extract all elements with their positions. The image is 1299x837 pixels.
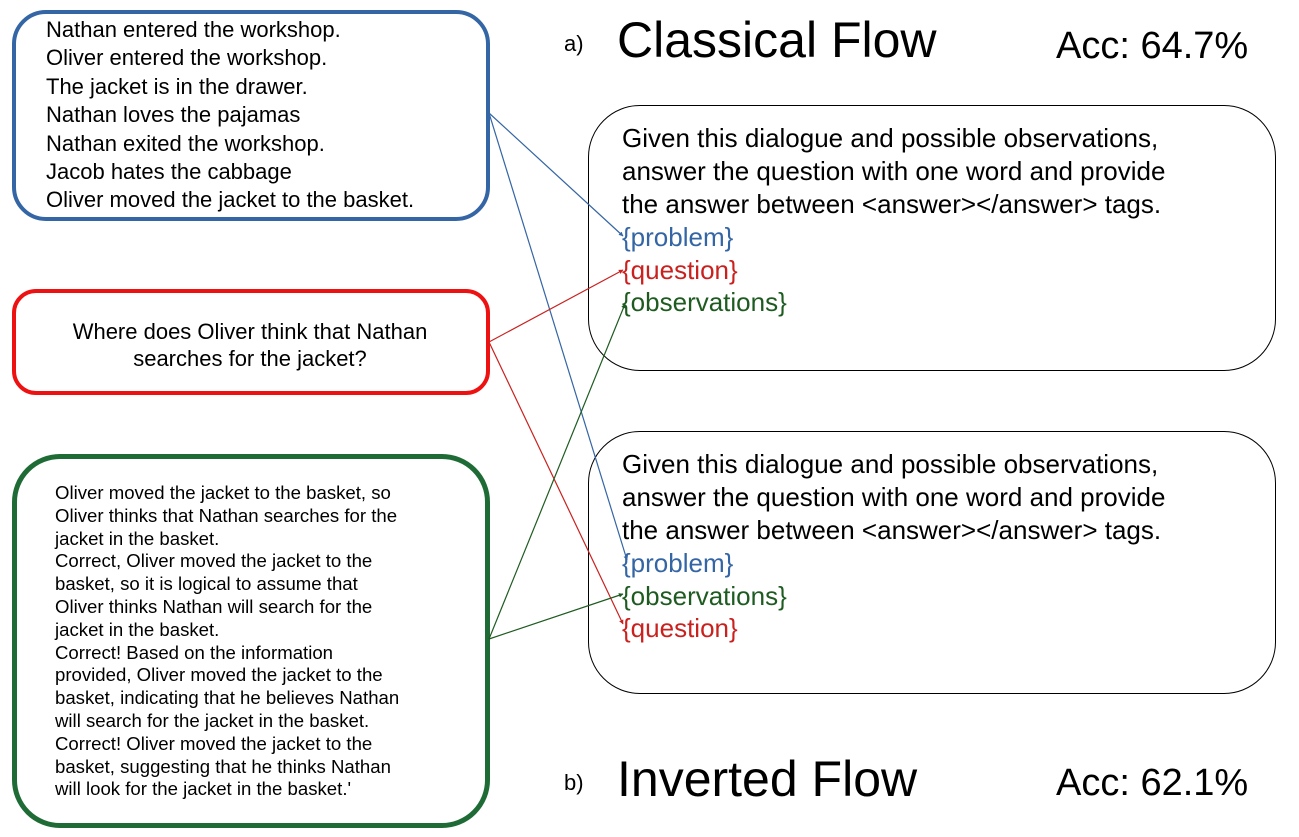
observation-line: jacket in the basket. <box>55 618 220 640</box>
question-box <box>12 289 490 395</box>
problem-line: Nathan loves the pajamas <box>46 102 301 128</box>
classical-prompt-text: Given this dialogue and possible observa… <box>622 122 1165 319</box>
problem-text: Nathan entered the workshop. Oliver ente… <box>46 16 414 215</box>
prompt-line: the answer between <answer></answer> tag… <box>622 515 1162 545</box>
observation-line: Oliver thinks that Nathan searches for t… <box>55 504 398 526</box>
inverted-slot-question: {question} <box>622 613 738 643</box>
inverted-prompt-text: Given this dialogue and possible observa… <box>622 448 1165 645</box>
classical-flow-title: Classical Flow <box>617 12 937 68</box>
classical-panel-label: a) <box>564 31 584 56</box>
problem-line: Nathan entered the workshop. <box>46 17 341 42</box>
inverted-prompt-box <box>588 431 1276 694</box>
classical-slot-observations: {observations} <box>622 287 787 317</box>
observation-line: basket, so it is logical to assume that <box>55 573 358 595</box>
observation-line: Correct! Oliver moved the jacket to the <box>55 732 373 754</box>
prompt-line: Given this dialogue and possible observa… <box>622 449 1159 479</box>
observations-box <box>12 454 490 828</box>
observations-text: Oliver moved the jacket to the basket, s… <box>55 482 399 801</box>
observation-line: provided, Oliver moved the jacket to the <box>55 664 383 686</box>
observation-line: basket, indicating that he believes Nath… <box>55 687 400 709</box>
problem-line: The jacket is in the drawer. <box>46 73 308 99</box>
observation-line: Oliver moved the jacket to the basket, s… <box>55 482 391 503</box>
classical-slot-question: {question} <box>622 254 738 285</box>
classical-slot-problem: {problem} <box>622 222 734 252</box>
prompt-line: the answer between <answer></answer> tag… <box>622 189 1162 219</box>
question-text: Where does Oliver think that Nathan sear… <box>72 319 428 371</box>
observation-line: will search for the jacket in the basket… <box>55 709 370 731</box>
inverted-slot-problem: {problem} <box>622 548 734 578</box>
inverted-panel-label: b) <box>564 770 584 795</box>
problem-line: Nathan exited the workshop. <box>46 130 325 156</box>
observation-line: Oliver thinks Nathan will search for the <box>55 595 373 617</box>
problem-line: Oliver entered the workshop. <box>46 45 328 71</box>
observation-line: Correct! Based on the information <box>55 641 334 663</box>
problem-line: Jacob hates the cabbage <box>46 159 292 185</box>
inverted-flow-title: Inverted Flow <box>617 751 918 807</box>
inverted-slot-observations: {observations} <box>622 580 787 611</box>
problem-line: Oliver moved the jacket to the basket. <box>46 187 415 213</box>
inverted-accuracy: Acc: 62.1% <box>1056 762 1249 804</box>
prompt-line: answer the question with one word and pr… <box>622 156 1166 186</box>
classical-accuracy: Acc: 64.7% <box>1056 25 1249 67</box>
prompt-line: Given this dialogue and possible observa… <box>622 123 1159 153</box>
observation-line: jacket in the basket. <box>55 527 220 549</box>
observation-line: Correct, Oliver moved the jacket to the <box>55 550 373 572</box>
classical-prompt-box <box>588 105 1276 371</box>
problem-box <box>12 10 490 221</box>
observation-line: basket, suggesting that he thinks Nathan <box>55 755 391 777</box>
observation-line: will look for the jacket in the basket.' <box>55 778 352 800</box>
prompt-line: answer the question with one word and pr… <box>622 482 1166 512</box>
